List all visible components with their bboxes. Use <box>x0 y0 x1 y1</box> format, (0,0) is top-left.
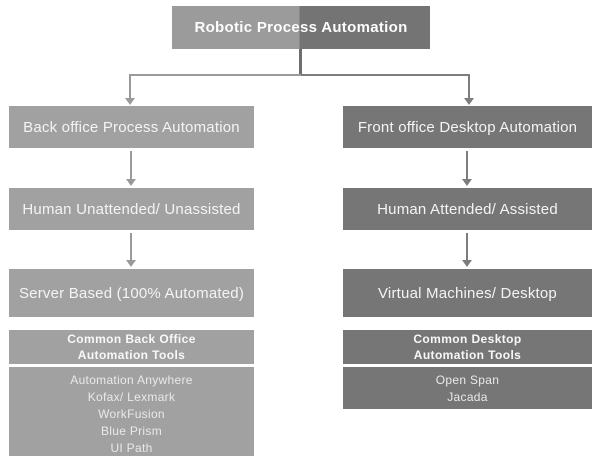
down-arrow-to-back-office <box>124 75 136 105</box>
node-back-office-process-automation: Back office Process Automation <box>9 106 254 148</box>
tool-item: Open Span <box>435 373 500 387</box>
back-office-tools-header: Common Back Office Automation Tools <box>9 330 254 364</box>
node-front-office-desktop-automation: Front office Desktop Automation <box>343 106 592 148</box>
down-arrow-icon <box>461 233 473 267</box>
front-office-tools-list: Open Span Jacada <box>343 367 592 409</box>
front-office-tools-header: Common Desktop Automation Tools <box>343 330 592 364</box>
branch-line-left <box>129 74 301 76</box>
tool-item: Automation Anywhere <box>70 373 193 387</box>
tool-item: Blue Prism <box>100 424 162 438</box>
down-arrow-icon <box>125 233 137 267</box>
down-arrow-to-front-office <box>463 75 475 105</box>
back-office-tools-list: Automation Anywhere Kofax/ Lexmark WorkF… <box>9 367 254 456</box>
branch-line-right <box>301 74 470 76</box>
tool-item: Jacada <box>447 390 488 404</box>
node-human-attended: Human Attended/ Assisted <box>343 188 592 230</box>
node-server-based: Server Based (100% Automated) <box>9 269 254 317</box>
tool-item: UI Path <box>110 441 153 455</box>
down-arrow-icon <box>125 151 137 186</box>
tool-item: WorkFusion <box>98 407 165 421</box>
node-virtual-machines: Virtual Machines/ Desktop <box>343 269 592 317</box>
root-stem-line <box>299 49 302 75</box>
tool-item: Kofax/ Lexmark <box>87 390 176 404</box>
down-arrow-icon <box>461 151 473 186</box>
node-human-unattended: Human Unattended/ Unassisted <box>9 188 254 230</box>
root-node-rpa: Robotic Process Automation <box>172 6 430 49</box>
